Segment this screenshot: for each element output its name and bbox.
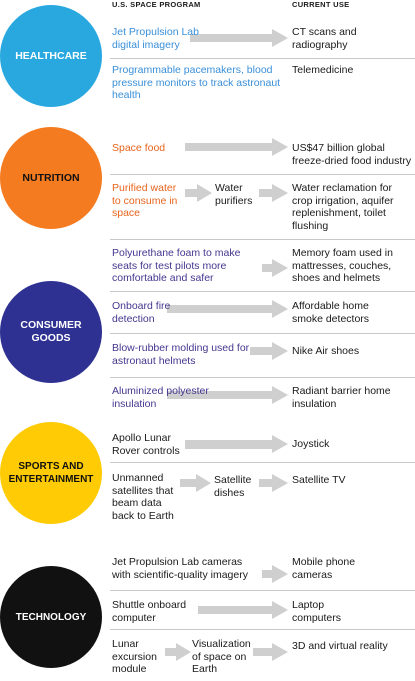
- category-technology-label: TECHNOLOGY: [15, 611, 87, 623]
- use-laptops: Laptop computers: [292, 599, 342, 624]
- category-technology: TECHNOLOGY: [0, 566, 102, 668]
- program-jpl-cameras: Jet Propulsion Lab cameras with scientif…: [112, 556, 248, 581]
- row-divider: [110, 590, 415, 591]
- middle-water-purifiers: Water purifiers: [215, 182, 253, 207]
- category-consumer-goods-label: CONSUMER GOODS: [20, 319, 82, 344]
- use-freeze-dried: US$47 billion global freeze-dried food i…: [292, 142, 412, 167]
- use-mobile-cameras: Mobile phone cameras: [292, 556, 356, 581]
- program-blow-rubber: Blow-rubber molding used for astronaut h…: [112, 342, 250, 367]
- use-memory-foam: Memory foam used in mattresses, couches,…: [292, 247, 393, 284]
- use-water-reclamation: Water reclamation for crop irrigation, a…: [292, 182, 394, 232]
- category-healthcare-label: HEALTHCARE: [15, 49, 87, 62]
- use-radiant-barrier: Radiant barrier home insulation: [292, 385, 391, 410]
- program-purified-water: Purified water to consume in space: [112, 182, 178, 219]
- category-nutrition-label: NUTRITION: [22, 171, 80, 184]
- program-space-food: Space food: [112, 142, 166, 154]
- row-divider: [110, 377, 415, 378]
- arrow-icon: [165, 29, 288, 661]
- category-healthcare: HEALTHCARE: [0, 5, 102, 107]
- category-sports-label: SPORTS AND ENTERTAINMENT: [8, 461, 94, 485]
- use-joystick: Joystick: [292, 438, 330, 450]
- program-apollo-rover: Apollo Lunar Rover controls: [112, 432, 180, 457]
- row-divider: [110, 174, 415, 175]
- row-divider: [110, 58, 415, 59]
- program-polyurethane: Polyurethane foam to make seats for test…: [112, 247, 241, 284]
- row-divider: [110, 629, 415, 630]
- middle-visualization: Visualization of space on Earth: [192, 638, 251, 675]
- program-polyester: Aluminized polyester insulation: [112, 385, 209, 410]
- program-shuttle-computer: Shuttle onboard computer: [112, 599, 187, 624]
- row-divider: [110, 462, 415, 463]
- use-smoke-detectors: Affordable home smoke detectors: [292, 300, 370, 325]
- row-divider: [110, 291, 415, 292]
- header-program: U.S. SPACE PROGRAM: [112, 0, 201, 9]
- row-divider: [110, 239, 415, 240]
- use-3d-vr: 3D and virtual reality: [292, 640, 388, 652]
- use-nike-air: Nike Air shoes: [292, 345, 360, 357]
- program-pacemakers: Programmable pacemakers, blood pressure …: [112, 64, 281, 101]
- row-divider: [110, 333, 415, 334]
- middle-satellite-dishes: Satellite dishes: [214, 474, 252, 499]
- program-fire-detection: Onboard fire detection: [112, 300, 171, 325]
- program-satellites: Unmanned satellites that beam data back …: [112, 472, 174, 522]
- category-consumer-goods: CONSUMER GOODS: [0, 281, 102, 383]
- program-jpl-imagery: Jet Propulsion Lab digital imagery: [112, 26, 199, 51]
- category-nutrition: NUTRITION: [0, 127, 102, 229]
- use-telemedicine: Telemedicine: [292, 64, 354, 76]
- use-satellite-tv: Satellite TV: [292, 474, 346, 486]
- category-sports: SPORTS AND ENTERTAINMENT: [0, 422, 102, 524]
- use-ct-scans: CT scans and radiography: [292, 26, 357, 51]
- header-current-use: CURRENT USE: [292, 0, 350, 9]
- program-lunar-module: Lunar excursion module: [112, 638, 157, 675]
